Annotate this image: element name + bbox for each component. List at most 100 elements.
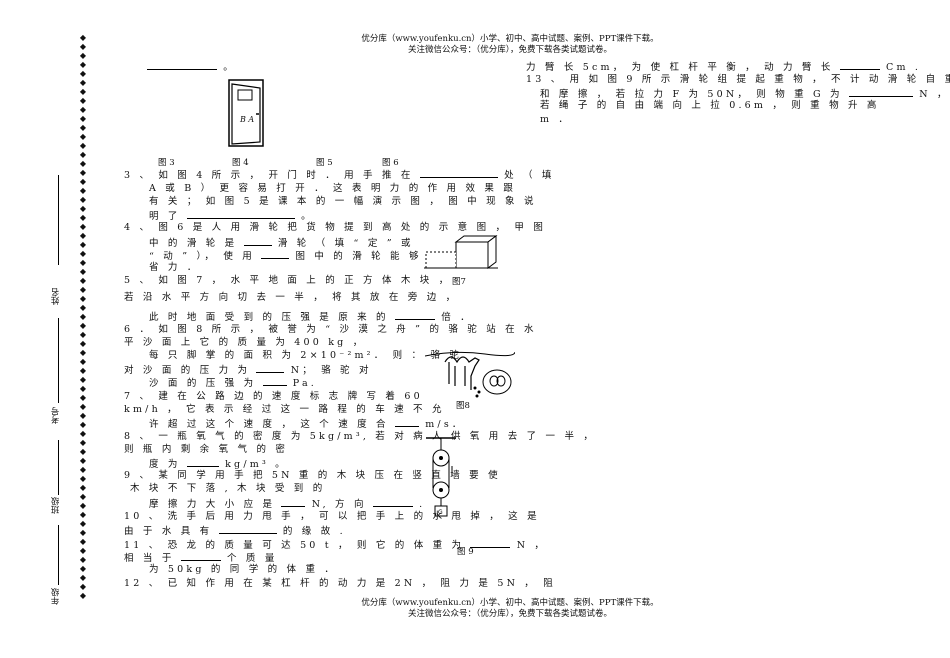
cube-figure	[424, 235, 498, 269]
binding-diamond: ◆	[79, 159, 87, 168]
answer-blank[interactable]	[243, 236, 272, 246]
binding-diamond: ◆	[79, 213, 87, 222]
binding-diamond: ◆	[79, 276, 87, 285]
binding-diamond: ◆	[79, 393, 87, 402]
answer-blank[interactable]	[839, 60, 880, 70]
answer-blank[interactable]	[261, 249, 290, 259]
question-3-line-4: 明 了 。	[149, 209, 314, 222]
answer-blank[interactable]	[419, 168, 498, 178]
answer-blank[interactable]	[394, 417, 419, 427]
question-4-line-4: 省 力 ．	[149, 262, 200, 273]
question-8-line-1: 8 、 一 瓶 氧 气 的 密 度 为 5kg/m³, 若 对 病 人 供 氧 …	[124, 431, 597, 442]
question-5-line-2: 若 沿 水 平 方 向 切 去 一 半 ， 将 其 放 在 旁 边 ，	[124, 292, 459, 303]
footer-line-2: 关注微信公众号：（优分库），免费下载各类试题试卷。	[407, 609, 612, 619]
question-10-line-1: 10 、 洗 手 后 用 力 甩 手 ， 可 以 把 手 上 的 水 甩 掉 ，…	[124, 511, 540, 522]
question-6-line-1: 6 ． 如 图 8 所 示 ， 被 誉 为 “ 沙 漠 之 舟 ” 的 骆 驼 …	[124, 324, 537, 335]
binding-diamond: ◆	[79, 537, 87, 546]
binding-diamond: ◆	[79, 51, 87, 60]
figure-3-caption: 图 3	[158, 158, 175, 168]
grade-label: 年级	[51, 588, 61, 605]
question-12-continued: 力 臂 长 5cm， 为 使 杠 杆 平 衡 ， 动 力 臂 长 Cm .	[526, 60, 922, 73]
question-13-line-2: 和 摩 擦 ， 若 拉 力 F 为 50N， 则 物 重 G 为 N ，	[540, 87, 950, 100]
binding-diamond: ◆	[79, 60, 87, 69]
binding-diamond: ◆	[79, 114, 87, 123]
binding-diamond: ◆	[79, 528, 87, 537]
binding-diamond: ◆	[79, 546, 87, 555]
answer-blank[interactable]	[256, 363, 285, 373]
answer-blank[interactable]	[186, 457, 219, 467]
binding-diamond: ◆	[79, 33, 87, 42]
answer-blank[interactable]	[849, 87, 913, 97]
answer-blank[interactable]	[281, 497, 306, 507]
figure-4-caption: 图 4	[232, 158, 249, 168]
question-12-line-1: 12 、 已 知 作 用 在 某 杠 杆 的 动 力 是 2N ， 阻 力 是 …	[124, 578, 556, 589]
question-3-line-1: 3 、 如 图 4 所 示 ， 开 门 时 ． 用 手 推 在 处 （ 填	[124, 168, 555, 181]
question-4-line-3: “ 动 ” ）， 使 用 图 中 的 滑 轮 能 够	[149, 249, 422, 262]
door-figure	[228, 79, 264, 147]
question-9-line-1: 9 、 某 同 学 用 手 把 5N 重 的 木 块 压 在 竖 直 墙 要 使	[124, 470, 501, 481]
binding-diamond: ◆	[79, 240, 87, 249]
binding-diamond: ◆	[79, 348, 87, 357]
binding-diamond: ◆	[79, 132, 87, 141]
binding-diamond: ◆	[79, 555, 87, 564]
answer-blank[interactable]	[372, 497, 413, 507]
binding-diamond: ◆	[79, 231, 87, 240]
binding-diamond: ◆	[79, 411, 87, 420]
answer-blank[interactable]	[394, 310, 435, 320]
page-footer: 优分库（www.youfenku.cn）小学、初中、高中试题、案例、PPT课件下…	[300, 598, 720, 620]
binding-diamond: ◆	[79, 375, 87, 384]
binding-diamond: ◆	[79, 177, 87, 186]
binding-diamond: ◆	[79, 105, 87, 114]
figure-8-caption: 图8	[456, 401, 470, 411]
binding-diamond: ◆	[79, 123, 87, 132]
binding-line	[58, 525, 59, 585]
binding-diamond: ◆	[79, 519, 87, 528]
binding-diamond: ◆	[79, 357, 87, 366]
binding-diamond: ◆	[79, 249, 87, 258]
binding-line	[58, 175, 59, 265]
header-line-2: 关注微信公众号：（优分库），免费下载各类试题试卷。	[407, 45, 612, 55]
binding-diamond: ◆	[79, 492, 87, 501]
binding-diamond: ◆	[79, 150, 87, 159]
binding-diamond: ◆	[79, 141, 87, 150]
binding-diamond: ◆	[79, 573, 87, 582]
question-4-line-1: 4 、 图 6 是 人 用 滑 轮 把 货 物 提 到 高 处 的 示 意 图 …	[124, 222, 547, 233]
binding-diamond: ◆	[79, 438, 87, 447]
answer-blank[interactable]	[218, 524, 277, 534]
footer-line-1: 优分库（www.youfenku.cn）小学、初中、高中试题、案例、PPT课件下…	[361, 598, 659, 608]
figure-5-caption: 图 5	[316, 158, 333, 168]
binding-diamond: ◆	[79, 447, 87, 456]
binding-diamond: ◆	[79, 330, 87, 339]
question-5-line-1: 5 、 如 图 7 ， 水 平 地 面 上 的 正 方 体 木 块 ，	[124, 275, 452, 286]
binding-diamond: ◆	[79, 285, 87, 294]
pulley-figure: G	[426, 437, 456, 517]
punctuation: 。	[223, 62, 236, 73]
answer-blank[interactable]	[470, 538, 511, 548]
door-points-label: B A	[240, 115, 255, 124]
binding-diamond: ◆	[79, 465, 87, 474]
binding-diamond: ◆	[79, 366, 87, 375]
question-8-line-2: 则 瓶 内 剩 余 氧 气 的 密	[124, 444, 289, 455]
binding-diamond: ◆	[79, 78, 87, 87]
question-6-line-3: 每 只 脚 掌 的 面 积 为 2×10⁻²m²． 则 ： 骆 驼	[149, 350, 463, 361]
page-header: 优分库（www.youfenku.cn）小学、初中、高中试题、案例、PPT课件下…	[300, 34, 720, 56]
exam-number-label: 考号	[51, 407, 61, 424]
question-7-line-3: 许 超 过 这 个 速 度 ， 这 个 速 度 合 m/s．	[149, 417, 465, 430]
answer-blank[interactable]	[262, 376, 287, 386]
question-6-line-5: 沙 面 的 压 强 为 Pa.	[149, 376, 318, 389]
binding-diamond: ◆	[79, 303, 87, 312]
question-6-line-4: 对 沙 面 的 压 力 为 N； 骆 驼 对	[124, 363, 372, 376]
binding-diamond: ◆	[79, 384, 87, 393]
binding-diamond: ◆	[79, 510, 87, 519]
answer-blank[interactable]	[147, 60, 217, 70]
figure-9-caption: 图 9	[457, 547, 474, 557]
answer-blank[interactable]	[180, 551, 221, 561]
binding-diamond: ◆	[79, 168, 87, 177]
binding-diamond: ◆	[79, 267, 87, 276]
answer-blank[interactable]	[186, 209, 295, 219]
binding-diamond: ◆	[79, 429, 87, 438]
binding-diamond: ◆	[79, 582, 87, 591]
binding-diamond: ◆	[79, 420, 87, 429]
name-label: 姓名	[51, 288, 61, 305]
binding-diamond-border: ◆◆◆◆◆◆◆◆◆◆◆◆◆◆◆◆◆◆◆◆◆◆◆◆◆◆◆◆◆◆◆◆◆◆◆◆◆◆◆◆…	[78, 33, 88, 600]
